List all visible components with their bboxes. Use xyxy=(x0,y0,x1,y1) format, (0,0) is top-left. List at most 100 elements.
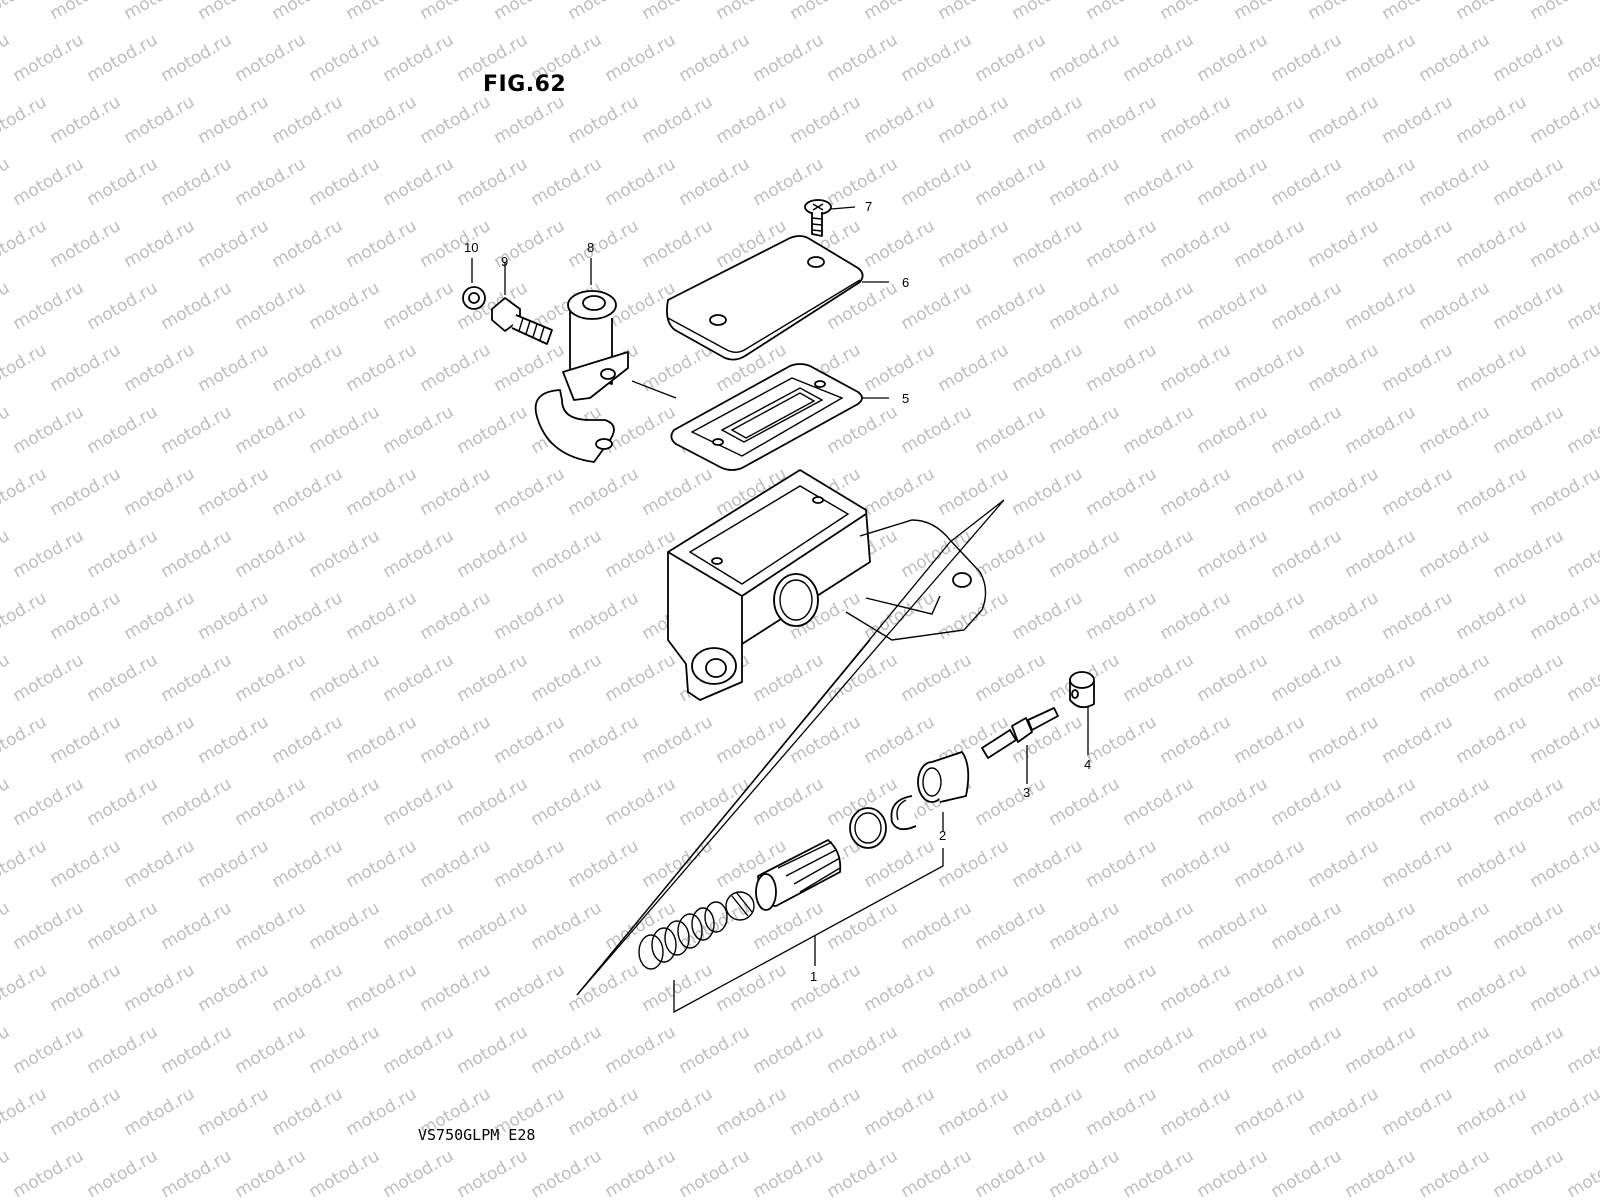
watermark-text: motod.ru xyxy=(417,960,495,1016)
watermark-text: motod.ru xyxy=(1379,712,1457,768)
watermark-text: motod.ru xyxy=(1305,464,1383,520)
watermark-text: motod.ru xyxy=(195,464,273,520)
watermark-text: motod.ru xyxy=(1527,836,1600,892)
watermark-text: motod.ru xyxy=(1194,1022,1272,1078)
watermark-text: motod.ru xyxy=(10,30,88,86)
watermark-text: motod.ru xyxy=(0,340,50,396)
watermark-text: motod.ru xyxy=(269,712,347,768)
watermark-text: motod.ru xyxy=(1120,1022,1198,1078)
watermark-text: motod.ru xyxy=(1231,960,1309,1016)
watermark-text: motod.ru xyxy=(861,0,939,24)
watermark-text: motod.ru xyxy=(750,1022,828,1078)
watermark-text: motod.ru xyxy=(1564,278,1600,334)
watermark-text: motod.ru xyxy=(824,30,902,86)
watermark-text: motod.ru xyxy=(1379,216,1457,272)
watermark-text: motod.ru xyxy=(1527,464,1600,520)
watermark-text: motod.ru xyxy=(787,1084,865,1140)
watermark-text: motod.ru xyxy=(602,650,680,706)
watermark-text: motod.ru xyxy=(491,0,569,24)
watermark-text: motod.ru xyxy=(1157,464,1235,520)
watermark-text: motod.ru xyxy=(565,712,643,768)
watermark-text: motod.ru xyxy=(232,650,310,706)
watermark-text: motod.ru xyxy=(0,154,13,210)
watermark-text: motod.ru xyxy=(1268,526,1346,582)
watermark-text: motod.ru xyxy=(84,650,162,706)
watermark-text: motod.ru xyxy=(454,526,532,582)
watermark-text: motod.ru xyxy=(1120,526,1198,582)
watermark-text: motod.ru xyxy=(380,650,458,706)
watermark-text: motod.ru xyxy=(491,588,569,644)
watermark-text: motod.ru xyxy=(1120,402,1198,458)
watermark-text: motod.ru xyxy=(10,402,88,458)
watermark-text: motod.ru xyxy=(195,960,273,1016)
watermark-text: motod.ru xyxy=(306,650,384,706)
watermark-text: motod.ru xyxy=(232,30,310,86)
watermark-text: motod.ru xyxy=(1453,588,1531,644)
watermark-text: motod.ru xyxy=(1416,898,1494,954)
watermark-text: motod.ru xyxy=(47,588,125,644)
watermark-text: motod.ru xyxy=(1194,526,1272,582)
watermark-text: motod.ru xyxy=(1305,340,1383,396)
callout-9: 9 xyxy=(501,254,508,269)
watermark-text: motod.ru xyxy=(935,464,1013,520)
watermark-text: motod.ru xyxy=(1157,588,1235,644)
watermark-text: motod.ru xyxy=(1416,774,1494,830)
watermark-text: motod.ru xyxy=(861,960,939,1016)
watermark-text: motod.ru xyxy=(972,898,1050,954)
watermark-text: motod.ru xyxy=(1305,0,1383,24)
watermark-text: motod.ru xyxy=(1083,836,1161,892)
watermark-text: motod.ru xyxy=(84,402,162,458)
watermark-text: motod.ru xyxy=(1046,774,1124,830)
watermark-text: motod.ru xyxy=(565,1084,643,1140)
watermark-text: motod.ru xyxy=(861,216,939,272)
watermark-text: motod.ru xyxy=(84,278,162,334)
watermark-text: motod.ru xyxy=(1157,216,1235,272)
watermark-text: motod.ru xyxy=(1231,216,1309,272)
watermark-text: motod.ru xyxy=(454,1022,532,1078)
watermark-text: motod.ru xyxy=(1453,836,1531,892)
watermark-text: motod.ru xyxy=(1416,1146,1494,1200)
watermark-text: motod.ru xyxy=(528,898,606,954)
watermark-text: motod.ru xyxy=(1120,774,1198,830)
watermark-text: motod.ru xyxy=(1120,154,1198,210)
watermark-text: motod.ru xyxy=(232,402,310,458)
watermark-text: motod.ru xyxy=(1268,774,1346,830)
watermark-text: motod.ru xyxy=(195,0,273,24)
watermark-text: motod.ru xyxy=(972,402,1050,458)
watermark-text: motod.ru xyxy=(1416,1022,1494,1078)
watermark-text: motod.ru xyxy=(454,774,532,830)
watermark-text: motod.ru xyxy=(1490,154,1568,210)
watermark-text: motod.ru xyxy=(232,154,310,210)
watermark-text: motod.ru xyxy=(343,216,421,272)
watermark-text: motod.ru xyxy=(417,0,495,24)
watermark-text: motod.ru xyxy=(1083,216,1161,272)
watermark-text: motod.ru xyxy=(1416,402,1494,458)
watermark-text: motod.ru xyxy=(269,960,347,1016)
watermark-text: motod.ru xyxy=(1490,30,1568,86)
watermark-text: motod.ru xyxy=(565,464,643,520)
watermark-text: motod.ru xyxy=(1527,1084,1600,1140)
watermark-text: motod.ru xyxy=(972,30,1050,86)
watermark-text: motod.ru xyxy=(972,1146,1050,1200)
watermark-text: motod.ru xyxy=(232,1022,310,1078)
watermark-text: motod.ru xyxy=(787,0,865,24)
watermark-text: motod.ru xyxy=(1379,92,1457,148)
watermark-text: motod.ru xyxy=(195,340,273,396)
watermark-text: motod.ru xyxy=(1453,0,1531,24)
watermark-text: motod.ru xyxy=(10,898,88,954)
watermark-text: motod.ru xyxy=(306,402,384,458)
watermark-text: motod.ru xyxy=(1342,1022,1420,1078)
watermark-text: motod.ru xyxy=(1009,92,1087,148)
watermark-text: motod.ru xyxy=(1231,836,1309,892)
watermark-text: motod.ru xyxy=(343,0,421,24)
watermark-text: motod.ru xyxy=(343,960,421,1016)
watermark-text: motod.ru xyxy=(380,1022,458,1078)
callout-4: 4 xyxy=(1084,757,1091,772)
watermark-text: motod.ru xyxy=(1083,0,1161,24)
watermark-text: motod.ru xyxy=(1453,464,1531,520)
watermark-text: motod.ru xyxy=(1046,154,1124,210)
watermark-text: motod.ru xyxy=(1527,216,1600,272)
watermark-text: motod.ru xyxy=(1379,340,1457,396)
watermark-text: motod.ru xyxy=(195,836,273,892)
watermark-text: motod.ru xyxy=(1009,1084,1087,1140)
